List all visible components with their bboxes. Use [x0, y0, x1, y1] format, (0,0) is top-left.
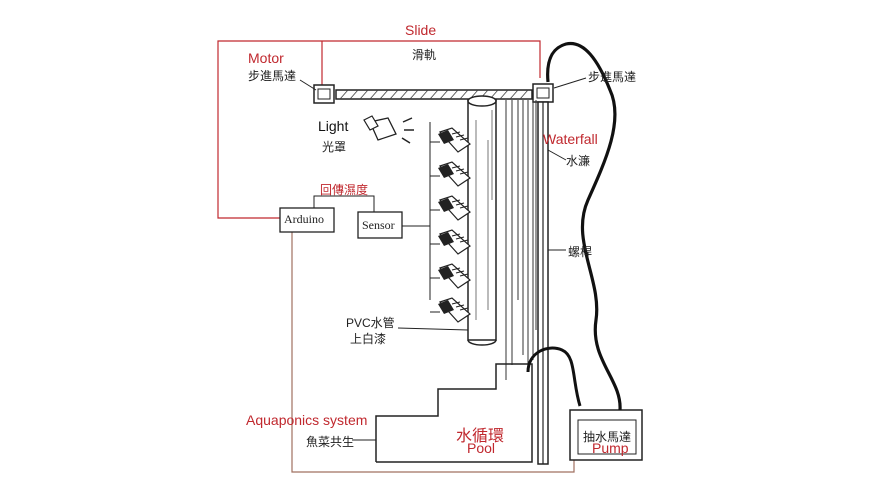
- bottom-wire: [291, 232, 575, 473]
- plant-holder: [430, 195, 471, 221]
- return-pipe: [526, 346, 582, 407]
- motor-label-leader-right: [553, 77, 587, 89]
- arduino-box: [279, 207, 335, 233]
- motor-label-leader-left: [299, 79, 317, 91]
- pvc-label-leader: [397, 327, 469, 331]
- plant-holder: [430, 127, 471, 153]
- right-stepper-motor-inner: [536, 87, 550, 99]
- supply-hose: [546, 41, 622, 411]
- left-stepper-motor-inner: [317, 88, 331, 100]
- arduino-sensor-wire: [313, 195, 375, 212]
- plant-holder: [430, 263, 471, 289]
- light-fixture: [363, 115, 414, 144]
- pvc-pipe-bottom: [467, 339, 497, 346]
- plant-holder: [430, 297, 471, 323]
- plant-holder: [430, 229, 471, 255]
- slide-rail-hatch: [339, 89, 529, 100]
- plant-holders: [430, 127, 471, 323]
- pvc-pipe-texture: [475, 110, 493, 320]
- pvc-pipe-top: [467, 95, 497, 107]
- waterfall-label-leader: [547, 149, 567, 161]
- plant-holder: [430, 161, 471, 187]
- red-control-wire: [217, 40, 541, 219]
- sensor-box: [357, 211, 403, 239]
- pump-inner-box: [577, 419, 637, 455]
- pool-outline: [375, 363, 533, 463]
- waterfall-curtain: [505, 100, 537, 380]
